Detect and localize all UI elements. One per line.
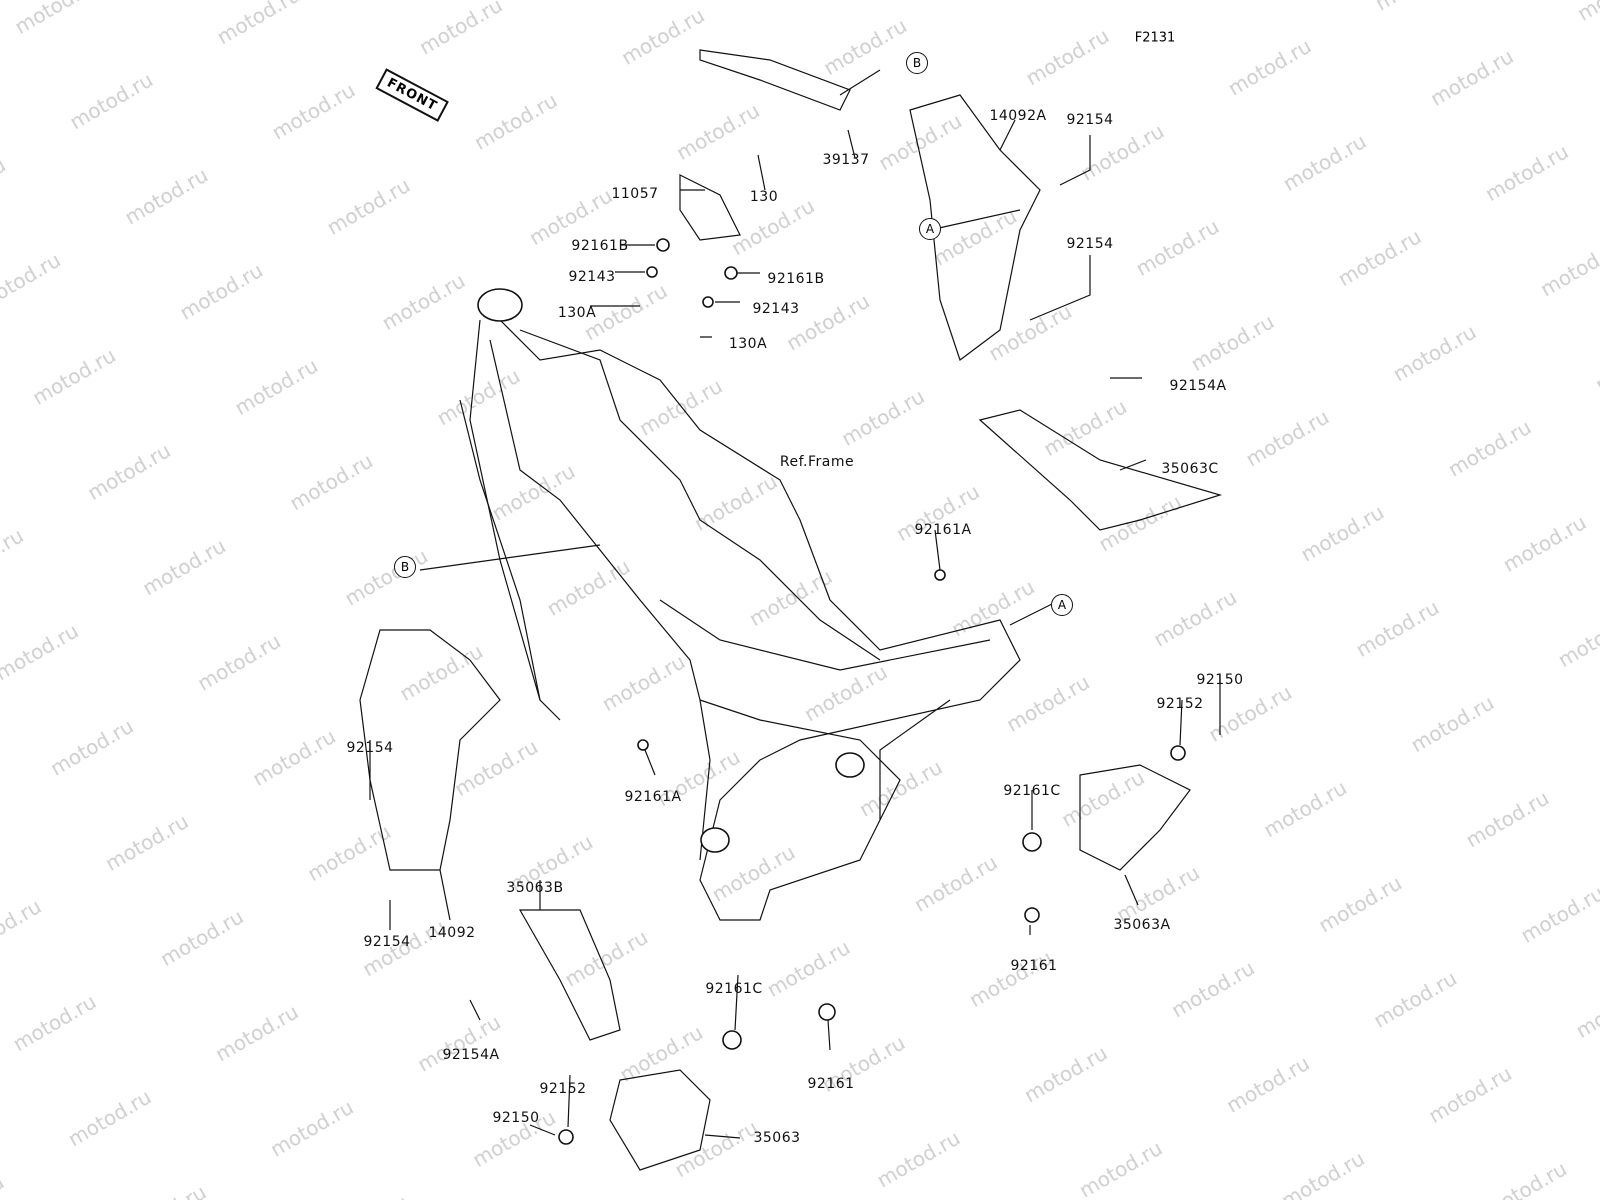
part-label[interactable]: 92150 — [492, 1110, 540, 1126]
parts-drawing — [359, 49, 1223, 1171]
ref-marker-b: B — [394, 556, 416, 578]
part-label[interactable]: 35063C — [1161, 461, 1219, 477]
part-label[interactable]: 92154 — [1066, 112, 1114, 128]
ref-marker-b: B — [906, 52, 928, 74]
part-label[interactable]: 92152 — [1156, 696, 1204, 712]
part-label[interactable]: 92154A — [442, 1047, 500, 1063]
part-label[interactable]: 14092A — [989, 108, 1047, 124]
part-label[interactable]: 35063B — [506, 880, 564, 896]
part-label[interactable]: 14092 — [428, 925, 476, 941]
part-label[interactable]: 92154 — [1066, 236, 1114, 252]
part-label[interactable]: 92143 — [752, 301, 800, 317]
frame-drawing — [459, 288, 1021, 921]
part-label[interactable]: 130 — [749, 189, 779, 205]
part-label[interactable]: 92161A — [914, 522, 972, 538]
ref-frame-note: Ref.Frame — [779, 454, 855, 470]
part-label[interactable]: 92150 — [1196, 672, 1244, 688]
part-label[interactable]: 39137 — [822, 152, 870, 168]
part-label[interactable]: 130A — [557, 305, 597, 321]
part-label[interactable]: 92161C — [705, 981, 763, 997]
part-label[interactable]: 92154 — [363, 934, 411, 950]
ref-marker-a: A — [919, 218, 941, 240]
part-label[interactable]: 92154 — [346, 740, 394, 756]
part-label[interactable]: 130A — [728, 336, 768, 352]
figure-code: F2131 — [1134, 30, 1176, 46]
part-label[interactable]: 35063 — [753, 1130, 801, 1146]
leader-lines — [369, 69, 1221, 1139]
part-label[interactable]: 92161C — [1003, 783, 1061, 799]
part-label[interactable]: 92161 — [807, 1076, 855, 1092]
part-label[interactable]: 92152 — [539, 1081, 587, 1097]
part-label[interactable]: 92161 — [1010, 958, 1058, 974]
part-label[interactable]: 92161A — [624, 789, 682, 805]
part-label[interactable]: 35063A — [1113, 917, 1171, 933]
ref-marker-a: A — [1051, 594, 1073, 616]
part-label[interactable]: 92154A — [1169, 378, 1227, 394]
part-label[interactable]: 92161B — [767, 271, 825, 287]
part-label[interactable]: 92161B — [571, 238, 629, 254]
part-label[interactable]: 92143 — [568, 269, 616, 285]
part-label[interactable]: 11057 — [611, 186, 659, 202]
